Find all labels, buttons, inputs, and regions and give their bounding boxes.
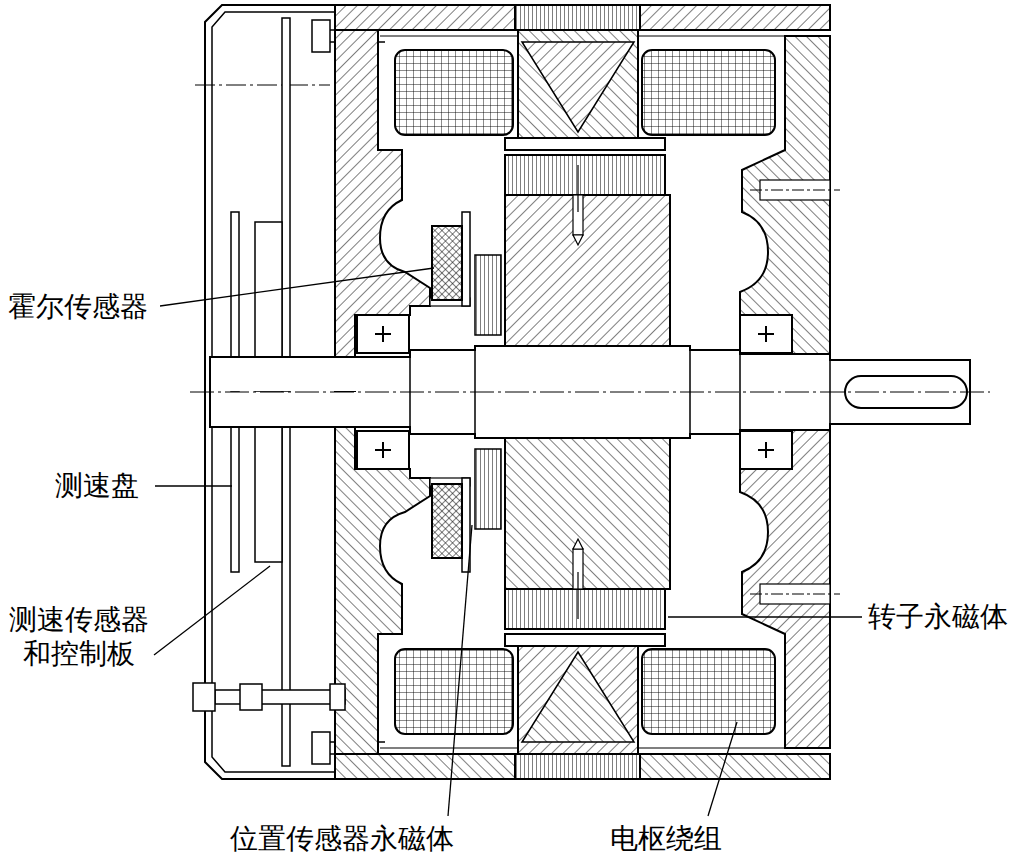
centerline — [190, 392, 990, 393]
part-label: 测速盘 — [55, 469, 139, 503]
part-label: 转子永磁体 — [868, 600, 1008, 634]
bolt-head — [193, 683, 215, 711]
nut — [240, 684, 262, 710]
leader-line — [708, 722, 737, 816]
bolt-rod — [215, 690, 345, 704]
leader-line — [155, 485, 232, 486]
nut — [330, 684, 345, 710]
part-label: 测速传感器 和控制板 — [4, 603, 154, 670]
leader-line — [160, 268, 434, 306]
leader-line — [448, 525, 472, 816]
part-label: 霍尔传感器 — [8, 290, 148, 324]
part-label: 电枢绕组 — [610, 822, 722, 856]
leader-line — [668, 616, 862, 617]
leader-line — [154, 566, 270, 655]
part-label: 位置传感器永磁体 — [230, 822, 454, 856]
lower-half — [195, 392, 970, 779]
upper-half — [195, 5, 970, 392]
